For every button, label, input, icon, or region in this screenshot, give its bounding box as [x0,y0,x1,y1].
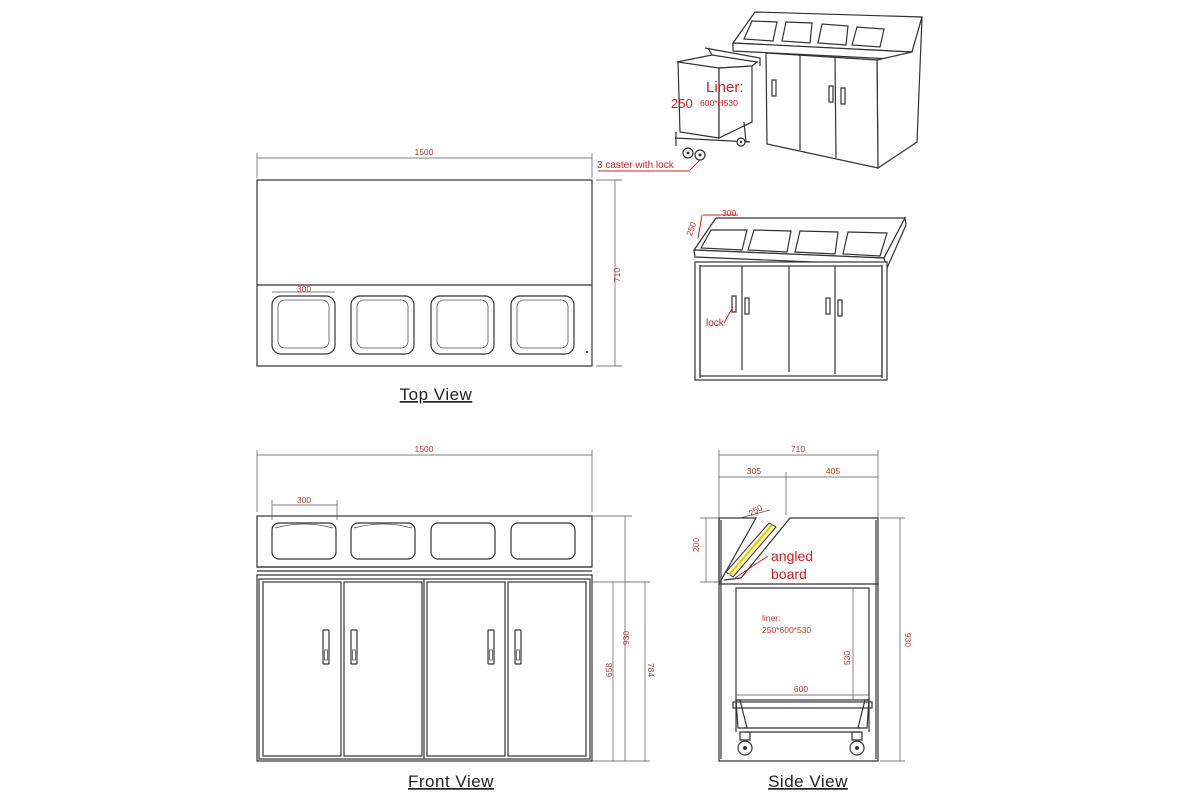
front-view: 1500 300 [256,444,656,791]
front-opening-dim: 300 [297,495,311,505]
top-opening-1 [271,295,336,355]
front-door-1 [262,581,342,757]
front-openings [271,522,576,560]
side-board-dim: 250 [747,502,765,518]
iso-front-opening [747,229,792,253]
top-opening-3 [430,295,495,355]
side-view: 710 305 405 250 200 angled board liner: … [691,444,913,791]
side-depth-dim: 710 [791,444,805,454]
top-opening-4 [510,295,575,355]
front-cabinet-body [256,574,593,762]
front-opening-3 [430,522,496,560]
iso-cart-cabinet-front [765,52,879,169]
iso-front-opening [700,229,748,251]
iso-front-opening [794,230,839,255]
side-view-label: Side View [768,772,848,791]
front-opening-2 [350,522,416,560]
door-handle-icon [322,629,330,665]
side-top-front-dim: 305 [747,466,761,476]
door-handle-icon [487,629,495,665]
iso-opening-d-dim: 250 [684,220,698,237]
door-handle-icon [744,297,750,315]
side-total-height-dim: 930 [903,633,913,647]
caster-icon [682,137,746,161]
door-handle-icon [837,299,843,317]
top-openings [271,295,575,355]
door-handle-icon [514,629,522,665]
top-view-label: Top View [400,385,473,404]
front-cabinet-height-dim: 658 [604,663,614,677]
side-outline [718,517,879,762]
side-liner-height-dim: 530 [842,651,852,665]
top-opening-2 [350,295,415,355]
iso-front-view: 300 250 lock [684,208,907,381]
caster-note: 3 caster with lock [597,160,675,171]
top-width-dim: 1500 [415,147,434,157]
angled-board-label-1: angled [771,548,813,564]
door-handle-icon [825,297,831,315]
front-total-height-dim: 930 [621,631,631,645]
front-handles [322,629,522,665]
front-opening-4 [510,522,576,560]
side-liner-label: liner: [762,613,780,623]
front-opening-1 [271,522,337,560]
top-view: 1500 710 300 [256,147,622,404]
iso-front-body [694,261,888,381]
top-depth-dim: 710 [612,268,622,282]
front-doors [262,579,587,759]
caster-icon [849,731,865,756]
iso-liner-title: Liner: [706,79,744,96]
top-outline [256,179,593,367]
iso-opening-w-dim: 300 [722,208,736,218]
iso-lock-label: lock [706,318,725,329]
side-liner-width-dim: 600 [794,684,808,694]
top-opening-dim: 300 [297,284,311,294]
iso-liner-size: 600*H530 [700,98,738,108]
side-top-back-dim: 405 [826,466,840,476]
side-front-rise-dim: 200 [691,538,701,552]
front-width-dim: 1500 [415,444,434,454]
front-view-label: Front View [408,772,494,791]
door-handle-icon [350,629,358,665]
iso-front-opening [842,231,888,257]
front-door-4 [507,581,587,757]
front-door-height-dim: 784 [646,663,656,677]
side-liner-size: 250*600*530 [762,625,811,635]
front-door-3 [426,581,506,757]
front-door-2 [343,581,423,757]
door-handle-icon [828,85,834,103]
angled-board-label-2: board [771,566,807,582]
caster-icon [737,731,753,756]
door-handle-icon [840,87,846,105]
iso-liner-side: 250 [671,96,693,111]
side-liner [735,587,870,701]
iso-cart-view: Liner: 250 600*H530 3 caster with lock [597,11,923,172]
door-handle-icon [731,295,737,313]
door-handle-icon [771,79,777,97]
